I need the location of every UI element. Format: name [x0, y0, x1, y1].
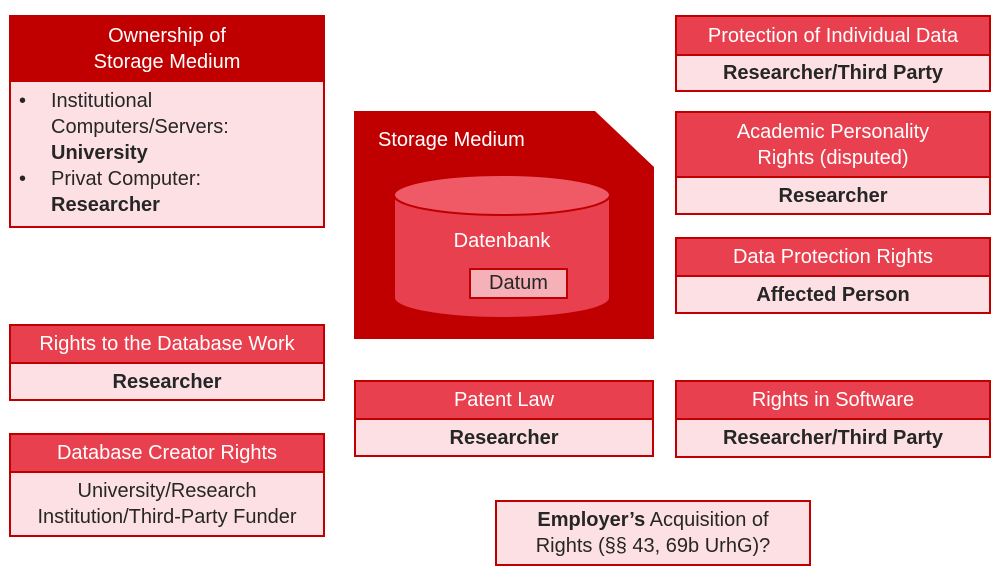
ownership-title-line1: Ownership of	[108, 24, 226, 47]
patent-law-header: Patent Law	[354, 380, 654, 420]
storage-medium-label: Storage Medium	[378, 129, 525, 151]
database-work-header: Rights to the Database Work	[9, 324, 325, 364]
software-rights-header: Rights in Software	[675, 380, 991, 420]
individual-data-header: Protection of Individual Data	[675, 15, 991, 56]
data-protection-holder: Affected Person	[675, 277, 991, 314]
academic-personality-holder: Researcher	[675, 178, 991, 215]
employer-acquisition-box: Employer’s Acquisition of Rights (§§ 43,…	[495, 500, 811, 566]
ownership-item1-line1: Institutional	[51, 90, 153, 112]
patent-law-holder: Researcher	[354, 420, 654, 457]
academic-personality-header: Academic Personality Rights (disputed)	[675, 111, 991, 178]
database-work-holder: Researcher	[9, 364, 325, 401]
employer-bold: Employer’s	[537, 509, 646, 531]
academic-personality-title-line1: Academic Personality	[736, 120, 930, 143]
database-cylinder-label: Datenbank	[453, 230, 551, 252]
ownership-body: • Institutional Computers/Servers: Unive…	[9, 82, 325, 228]
employer-line2: Rights (§§ 43, 69b UrhG)?	[535, 535, 771, 557]
software-rights-holder: Researcher/Third Party	[675, 420, 991, 458]
ownership-item2-holder: Researcher	[51, 194, 160, 216]
data-protection-header: Data Protection Rights	[675, 237, 991, 277]
academic-personality-title-line2: Rights (disputed)	[757, 146, 909, 169]
bullet-icon: •	[19, 168, 27, 190]
ownership-item1-holder: University	[51, 142, 148, 164]
ownership-title-line2: Storage Medium	[93, 50, 241, 73]
ownership-item2-line1: Privat Computer:	[51, 168, 202, 190]
ownership-item-private: • Privat Computer: Researcher	[11, 166, 323, 218]
individual-data-holder: Researcher/Third Party	[675, 56, 991, 92]
employer-line1: Employer’s Acquisition of	[537, 507, 768, 533]
database-creator-header: Database Creator Rights	[9, 433, 325, 473]
employer-rest-line1: Acquisition of	[645, 509, 769, 531]
database-creator-holder-line1: University/Research	[77, 480, 257, 502]
storage-medium-shape	[354, 111, 654, 339]
ownership-header: Ownership of Storage Medium	[9, 15, 325, 82]
bullet-icon: •	[19, 90, 27, 112]
ownership-item1-line2: Computers/Servers:	[51, 116, 229, 138]
datum-box: Datum	[469, 268, 568, 299]
database-creator-holder-line2: Institution/Third-Party Funder	[37, 506, 297, 528]
ownership-item-institutional: • Institutional Computers/Servers: Unive…	[11, 88, 323, 166]
database-creator-holder: University/Research Institution/Third-Pa…	[9, 473, 325, 537]
